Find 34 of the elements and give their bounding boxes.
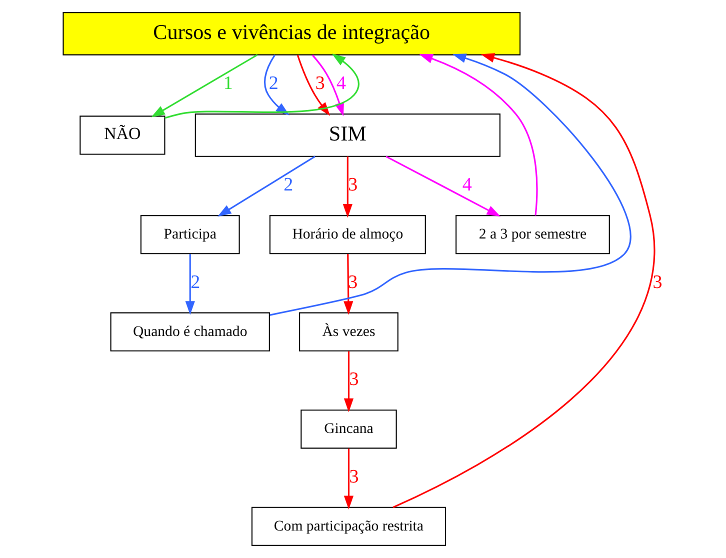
node-box: Participa — [140, 215, 240, 254]
edge-label: 1 — [223, 73, 233, 94]
arrow — [218, 156, 316, 217]
arrow — [419, 54, 538, 216]
node-box: Com participação restrita — [251, 506, 446, 546]
edge-label: 4 — [462, 174, 472, 196]
node-box: Às vezes — [299, 312, 398, 352]
node-box: Horário de almoço — [269, 215, 426, 254]
node-box: SIM — [194, 114, 500, 157]
arrow — [342, 156, 352, 218]
edge-label: 2 — [190, 272, 200, 293]
arrow — [151, 54, 258, 118]
edge-label: 3 — [315, 73, 325, 94]
edge-label: 3 — [348, 174, 358, 196]
node-box: Gincana — [300, 410, 397, 449]
edge-label: 3 — [349, 369, 359, 390]
node-box: 2 a 3 por semestre — [456, 215, 610, 254]
arrow — [185, 254, 195, 315]
node-box: Quando é chamado — [110, 312, 270, 352]
node-box: Cursos e vivências de integração — [62, 12, 521, 56]
arrow — [392, 53, 655, 508]
arrow — [386, 156, 501, 217]
edge-label: 3 — [349, 466, 359, 488]
arrow — [344, 254, 354, 315]
arrow — [344, 351, 354, 412]
arrow — [164, 54, 360, 119]
edge-label: 4 — [336, 73, 346, 94]
arrow — [270, 54, 631, 316]
node-box: NÃO — [80, 116, 166, 155]
arrow — [344, 448, 354, 510]
edge-label: 3 — [652, 272, 662, 293]
edge-label: 3 — [348, 272, 358, 293]
edge-label: 2 — [268, 73, 278, 94]
edge-label: 2 — [284, 174, 294, 196]
